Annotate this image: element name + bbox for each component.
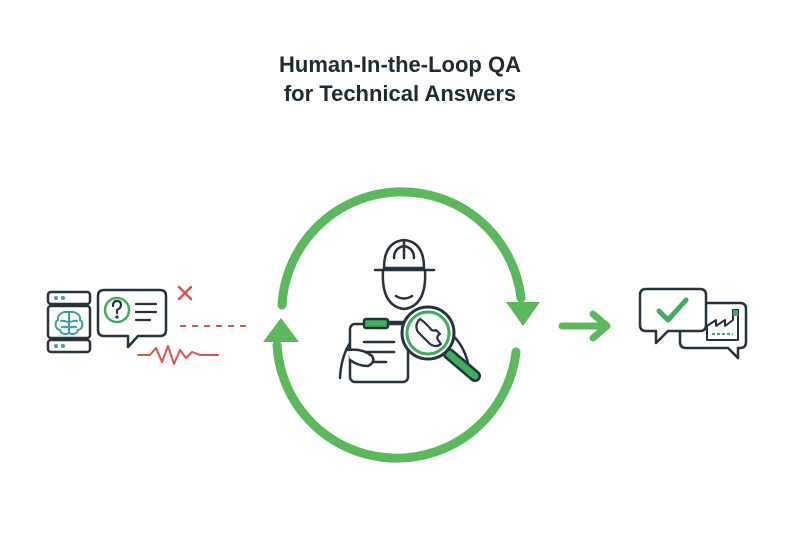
right-arrow-icon	[558, 310, 611, 342]
check-bubble-icon	[638, 287, 708, 345]
loop-arrowhead-right	[506, 302, 540, 326]
title-line-1: Human-In-the-Loop QA	[279, 52, 521, 77]
page-title: Human-In-the-Loop QA for Technical Answe…	[0, 50, 800, 108]
loop-arrowhead-left	[263, 318, 299, 342]
broken-signal-icon	[137, 345, 219, 365]
question-bubble-icon	[96, 288, 168, 349]
brain-icon	[54, 310, 84, 335]
title-line-2: for Technical Answers	[283, 81, 517, 106]
clipboard-icon	[346, 317, 410, 384]
loop-arrow-icon	[272, 187, 526, 463]
magnifier-wrench-icon	[400, 305, 481, 382]
error-x-icon	[177, 285, 193, 301]
